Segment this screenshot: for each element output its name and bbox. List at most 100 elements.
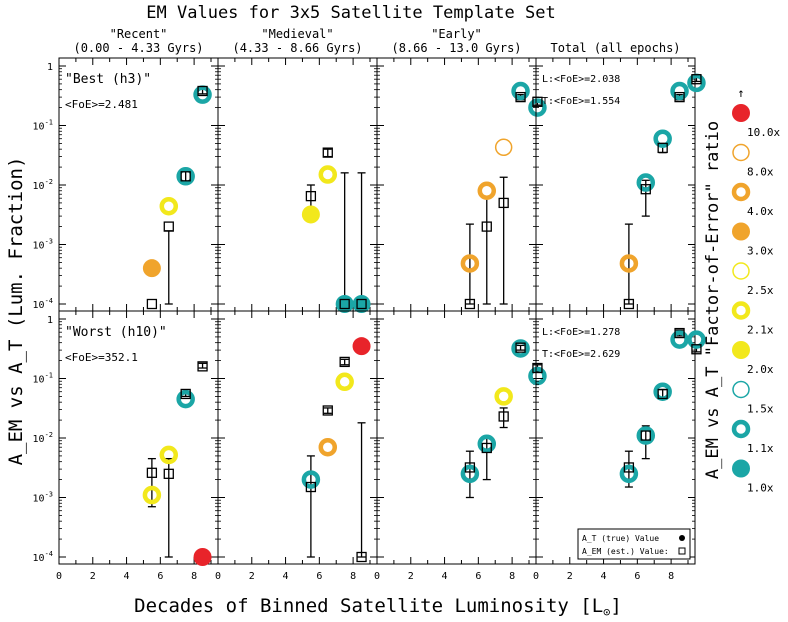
- estimated-value-marker: [163, 221, 174, 232]
- column-subtitle-1: (4.33 - 8.66 Gyrs): [232, 41, 362, 55]
- x-tick-label: 0: [215, 571, 221, 582]
- true-value-marker: [477, 181, 497, 201]
- y-tick-label: 1: [47, 62, 53, 73]
- estimated-value-marker: [623, 298, 635, 310]
- y-tick-label: 10-3: [33, 491, 53, 505]
- true-value-marker: [528, 366, 547, 386]
- estimated-value-marker: [322, 147, 333, 158]
- colorbar-label: 4.0x: [747, 205, 774, 218]
- true-value-marker: [460, 254, 480, 273]
- estimated-value-marker: [197, 361, 208, 372]
- row-label: "Worst (h10)": [65, 325, 167, 340]
- x-tick-label: 6: [634, 571, 640, 582]
- true-value-marker: [142, 485, 162, 505]
- panel-frame: [58, 310, 219, 565]
- x-tick-label: 4: [442, 571, 448, 582]
- x-axis-label: Decades of Binned Satellite Luminosity […: [134, 595, 622, 619]
- inset-legend-est-marker: [678, 547, 686, 555]
- estimated-value-marker: [146, 467, 158, 478]
- x-tick-label: 2: [567, 571, 573, 582]
- colorbar-swatch: [731, 301, 751, 320]
- true-value-marker: [636, 173, 656, 192]
- inset-legend-est-label: A_EM (est.) Value:: [582, 547, 669, 556]
- true-value-marker: [335, 295, 354, 313]
- inset-legend-true-marker: [679, 535, 685, 541]
- true-value-marker: [687, 330, 706, 349]
- x-tick-label: 8: [350, 571, 356, 582]
- panel-top-medieval: [217, 57, 378, 313]
- column-title-3: Total (all epochs): [550, 41, 680, 55]
- y-tick-label: 1: [47, 315, 53, 326]
- estimated-value-marker: [657, 142, 668, 154]
- inset-legend-true-label: A_T (true) Value: [582, 534, 659, 543]
- estimated-value-marker: [657, 388, 668, 400]
- true-value-marker: [619, 464, 639, 484]
- colorbar-label: 8.0x: [747, 166, 774, 179]
- estimated-value-marker: [498, 197, 509, 209]
- estimated-value-marker: [305, 190, 317, 202]
- estimated-value-marker: [515, 342, 526, 353]
- panel-bottom-medieval: [217, 310, 378, 565]
- colorbar-arrow: ↑: [737, 86, 744, 100]
- colorbar-swatch: [732, 104, 750, 122]
- inset-legend-box: [577, 528, 691, 560]
- estimated-value-marker: [674, 327, 685, 339]
- panel-bottom-early: [376, 310, 547, 565]
- row-foe-label: <FoE>=352.1: [65, 351, 138, 364]
- x-tick-label: 2: [90, 571, 96, 582]
- x-tick-label: 0: [374, 571, 380, 582]
- colorbar-swatch: [731, 182, 751, 202]
- colorbar-swatch: [732, 262, 750, 280]
- true-value-marker: [352, 337, 371, 356]
- estimated-value-marker: [322, 405, 333, 416]
- estimated-value-marker: [623, 462, 635, 473]
- colorbar-swatch: [732, 380, 750, 399]
- panel-frame: [217, 57, 378, 312]
- colorbar-label: 2.5x: [747, 284, 774, 297]
- column-titles: "Recent"(0.00 - 4.33 Gyrs)"Medieval"(4.3…: [73, 27, 680, 55]
- y-axis-label-text: A_EM vs A_T (Lum. Fraction): [5, 157, 27, 466]
- panel-top-recent: [58, 57, 219, 312]
- y-tick-label: 10-1: [33, 119, 53, 133]
- colorbar-label: 1.0x: [747, 482, 774, 495]
- true-value-marker: [318, 165, 338, 184]
- estimated-value-marker: [305, 481, 317, 493]
- estimated-value-marker: [498, 411, 509, 422]
- chart-title: EM Values for 3x5 Satellite Template Set: [146, 3, 555, 23]
- total-L-foe-label: L:<FoE>=2.038: [542, 74, 620, 85]
- column-title-1: "Medieval": [261, 27, 333, 41]
- colorbar-title: A_EM vs A_T "Factor-of-Error" ratio: [703, 121, 723, 479]
- x-tick-label: 6: [157, 571, 163, 582]
- x-tick-label: 8: [191, 571, 197, 582]
- true-value-marker: [159, 196, 179, 216]
- estimated-value-marker: [163, 468, 174, 479]
- estimated-value-marker: [197, 85, 208, 97]
- true-value-marker: [670, 81, 689, 101]
- x-axis-label-text: Decades of Binned Satellite Luminosity […: [134, 595, 622, 619]
- colorbar-swatch: [732, 459, 750, 478]
- y-tick-label: 10-4: [33, 297, 53, 311]
- row-foe-label: <FoE>=2.481: [65, 98, 138, 111]
- x-tick-label: 0: [533, 571, 539, 582]
- column-subtitle-0: (0.00 - 4.33 Gyrs): [73, 41, 203, 55]
- estimated-value-marker: [640, 430, 651, 441]
- estimated-value-marker: [691, 74, 702, 85]
- true-value-marker: [159, 445, 179, 465]
- panel-top-early: [376, 57, 547, 312]
- true-value-marker: [511, 81, 530, 101]
- y-tick-label: 10-1: [33, 372, 53, 386]
- estimated-value-marker: [674, 91, 685, 103]
- y-tick-label: 10-4: [33, 550, 53, 564]
- y-tick-label: 10-2: [33, 431, 53, 445]
- x-tick-label: 2: [408, 571, 414, 582]
- total-L-foe-label: L:<FoE>=1.278: [542, 327, 620, 338]
- true-value-marker: [335, 372, 354, 392]
- true-value-marker: [494, 387, 513, 406]
- estimated-value-marker: [339, 298, 350, 310]
- true-value-marker: [636, 426, 656, 445]
- estimated-value-marker: [640, 184, 651, 195]
- colorbar-swatch: [732, 143, 750, 162]
- true-value-marker: [653, 129, 672, 148]
- column-subtitle-2: (8.66 - 13.0 Gyrs): [391, 41, 521, 55]
